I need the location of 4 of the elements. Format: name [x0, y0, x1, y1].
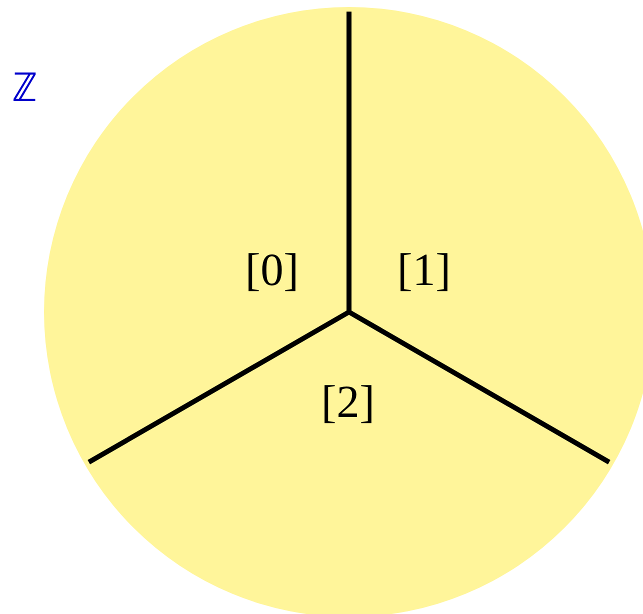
- class-label: [2]: [321, 379, 375, 425]
- class-label: [0]: [245, 247, 299, 293]
- set-label: ℤ: [12, 68, 37, 108]
- class-label: [1]: [397, 247, 451, 293]
